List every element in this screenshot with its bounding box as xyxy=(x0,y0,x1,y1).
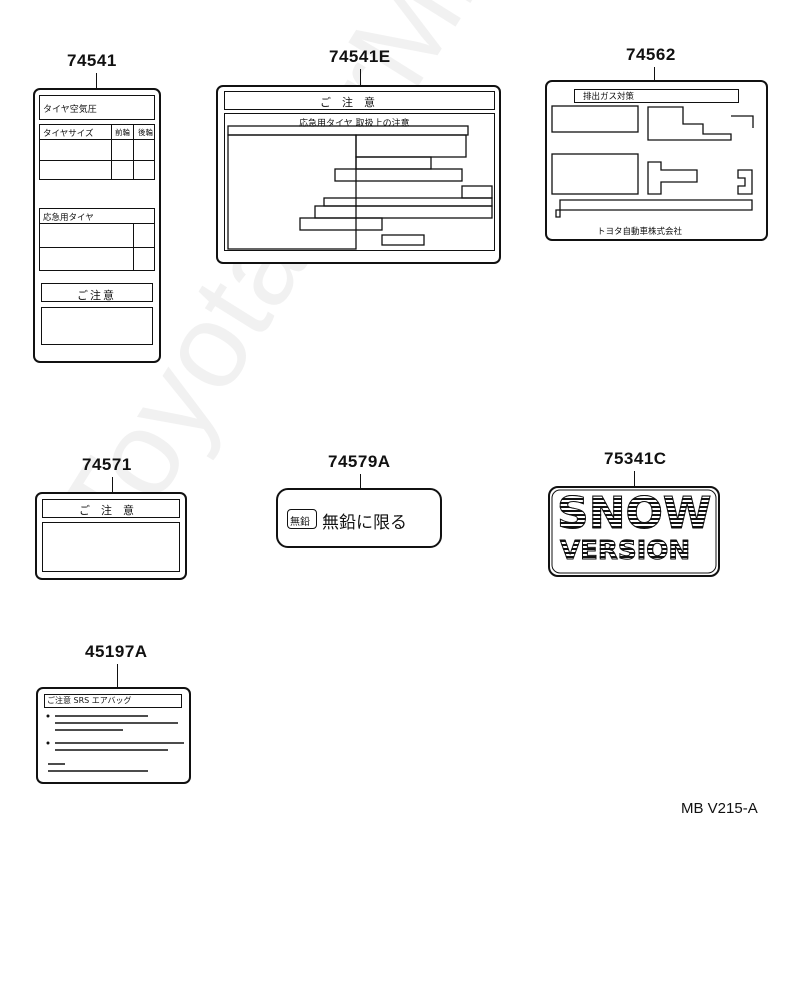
version-text: VERSION xyxy=(559,536,691,567)
caution-body-box xyxy=(42,522,180,572)
toyota-company-text: トヨタ自動車株式会社 xyxy=(597,227,683,237)
airbag-title: ご注意 SRS エアバッグ xyxy=(47,696,132,705)
part-number-45197A: 45197A xyxy=(85,642,148,661)
leader-line xyxy=(117,664,118,688)
part-number-74562: 74562 xyxy=(626,45,676,64)
airbag-header: ご注意 SRS エアバッグ xyxy=(44,694,182,708)
label-tire-pressure: タイヤ空気圧 タイヤサイズ 前輪 後輪 応急用タイヤ ご注意 xyxy=(33,88,161,363)
caution-header: ご 注 意 xyxy=(42,499,180,518)
tire-size-heading: タイヤサイズ xyxy=(43,129,94,139)
leader-line xyxy=(654,67,655,81)
leader-line xyxy=(112,477,113,493)
caution-header: ご注意 xyxy=(41,283,153,302)
airbag-text-lines xyxy=(46,714,184,772)
leader-line xyxy=(360,69,361,86)
part-number-74571: 74571 xyxy=(82,455,132,474)
caution-header: ご 注 意 xyxy=(224,91,495,110)
label-emission-control: 排出ガス対策 トヨタ自動車株式会社 xyxy=(545,80,768,241)
leader-line xyxy=(96,73,97,89)
leader-line xyxy=(360,474,361,489)
label-airbag-caution: ご注意 SRS エアバッグ xyxy=(36,687,191,784)
front-wheel-heading: 前輪 xyxy=(115,128,130,137)
tire-pressure-header: タイヤ空気圧 xyxy=(39,95,155,120)
caution-text: ご注意 xyxy=(77,289,116,302)
part-number-74541: 74541 xyxy=(67,51,117,70)
unleaded-only-text: 無鉛に限る xyxy=(322,513,407,533)
spare-tire-caution-body: 応急用タイヤ 取扱上の注意 xyxy=(224,113,495,251)
label-spare-tire-caution: ご 注 意 応急用タイヤ 取扱上の注意 xyxy=(216,85,501,264)
spare-tire-caution-title: 応急用タイヤ 取扱上の注意 xyxy=(299,119,410,129)
caution-text: ご 注 意 xyxy=(79,504,134,517)
fuel-type-badge: 無鉛 xyxy=(287,509,317,529)
label-snow-version: SNOW VERSION xyxy=(548,486,720,577)
label-caution: ご 注 意 xyxy=(35,492,187,580)
spare-tire-heading: 応急用タイヤ xyxy=(43,213,94,223)
part-number-74541E: 74541E xyxy=(329,47,391,66)
emission-title: 排出ガス対策 xyxy=(583,92,635,102)
caution-body-box xyxy=(41,307,153,345)
part-number-75341C: 75341C xyxy=(604,449,667,468)
diagram-code: MB V215-A xyxy=(681,800,758,817)
spare-tire-table: 応急用タイヤ xyxy=(39,208,155,271)
label-unleaded-fuel: 無鉛 無鉛に限る xyxy=(276,488,442,548)
fuel-type-text: 無鉛 xyxy=(290,517,310,528)
rear-wheel-heading: 後輪 xyxy=(138,128,153,137)
emission-spec-blocks xyxy=(551,105,754,218)
tire-size-table: タイヤサイズ 前輪 後輪 xyxy=(39,124,155,180)
part-number-74579A: 74579A xyxy=(328,452,391,471)
snow-version-emblem xyxy=(551,489,717,574)
leader-line xyxy=(634,471,635,487)
emission-header: 排出ガス対策 xyxy=(574,89,739,103)
tire-pressure-title: タイヤ空気圧 xyxy=(43,105,97,115)
snow-text: SNOW xyxy=(556,488,712,539)
text-line-blocks xyxy=(227,125,493,250)
caution-text: ご 注 意 xyxy=(320,96,375,109)
